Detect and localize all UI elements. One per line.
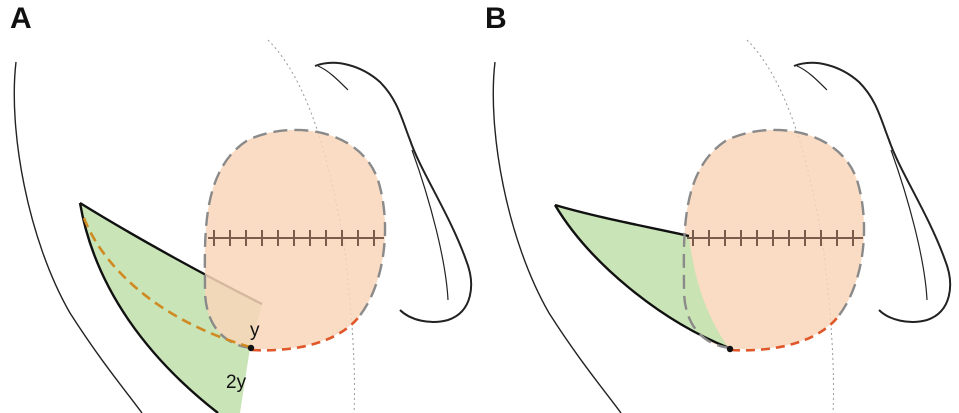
annotation-y: y — [250, 320, 260, 341]
annotation-2y: 2y — [226, 372, 247, 393]
panel-label-b: B — [485, 4, 507, 34]
panel-b-illustration — [479, 0, 958, 413]
panel-label-a: A — [10, 4, 32, 34]
panel-a: y 2y A — [0, 0, 479, 413]
panel-a-illustration: y 2y — [0, 0, 479, 413]
axilla-contour — [318, 66, 348, 90]
chest-contour — [412, 150, 448, 300]
chest-contour — [891, 150, 927, 300]
pivot-point — [248, 345, 254, 351]
panel-b: B — [479, 0, 958, 413]
axilla-contour — [797, 66, 827, 90]
pivot-point — [727, 346, 733, 352]
